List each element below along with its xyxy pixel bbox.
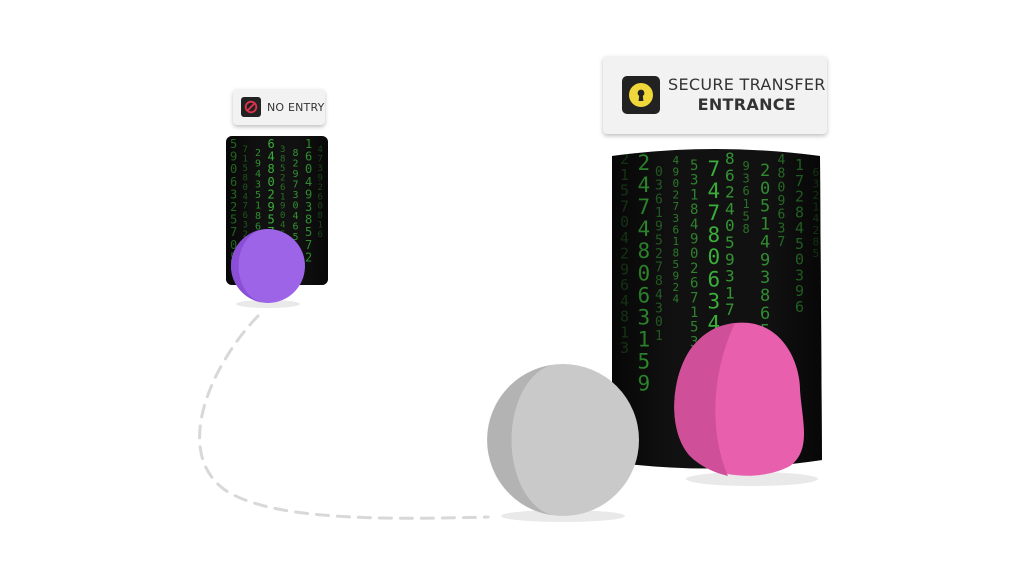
secure-transfer-sign: SECURE TRANSFER ENTRANCE	[603, 56, 827, 134]
gray-ball	[487, 364, 639, 516]
no-entry-label: NO ENTRY	[267, 100, 325, 114]
pink-blob	[674, 322, 804, 476]
purple-ball	[231, 229, 305, 303]
secure-transfer-line1: SECURE TRANSFER	[668, 75, 826, 94]
purple-ball-shadow	[236, 300, 300, 308]
no-entry-icon	[241, 97, 261, 117]
pink-blob-shadow	[686, 472, 818, 486]
secure-transfer-line2: ENTRANCE	[697, 95, 797, 114]
keyhole-icon	[622, 76, 660, 114]
no-entry-sign: NO ENTRY	[233, 89, 325, 125]
dashed-path	[198, 314, 490, 520]
